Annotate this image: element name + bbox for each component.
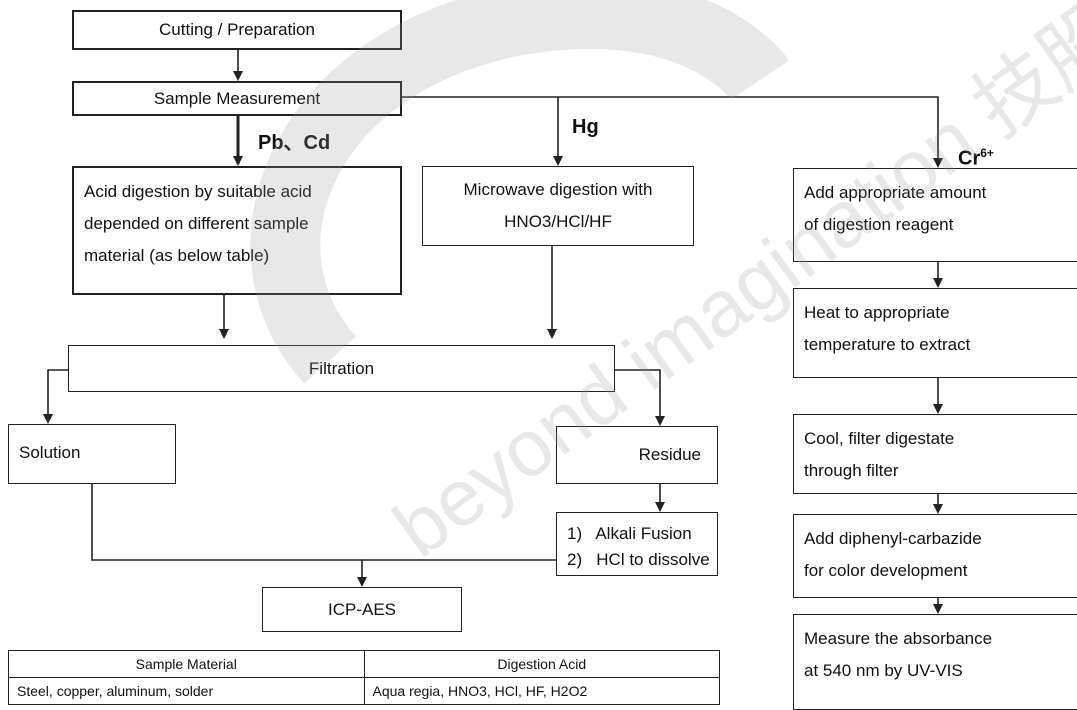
label-pb-cd: Pb、Cd: [258, 132, 331, 154]
cr-step-1-line-1: Add appropriate amount: [804, 183, 987, 202]
cr-step-2-line-2: temperature to extract: [804, 335, 971, 354]
cr-step-5: Measure the absorbance at 540 nm by UV-V…: [793, 614, 1077, 710]
cr-step-4-line-2: for color development: [804, 561, 968, 580]
step-icp-label: ICP-AES: [327, 599, 397, 619]
cr-step-1-line-2: of digestion reagent: [804, 215, 954, 234]
step-sample-measurement-label: Sample Measurement: [153, 88, 321, 108]
step-sample-measurement: Sample Measurement: [72, 81, 402, 116]
table-header-cell: Sample Material: [8, 650, 365, 678]
alkali-line-2: 2) HCl to dissolve: [567, 550, 710, 569]
cr-step-3-line-2: through filter: [804, 461, 899, 480]
step-microwave: Microwave digestion with HNO3/HCl/HF: [422, 166, 694, 246]
step-filtration: Filtration: [68, 345, 615, 392]
cr-step-3: Cool, filter digestate through filter: [793, 414, 1077, 494]
cr-step-2-line-1: Heat to appropriate: [804, 303, 950, 322]
acid-line-1: Acid digestion by suitable acid: [84, 182, 312, 201]
table-header-row: Sample Material Digestion Acid: [8, 650, 720, 678]
cr-step-3-line-1: Cool, filter digestate: [804, 429, 955, 448]
alkali-line-1: 1) Alkali Fusion: [567, 524, 692, 543]
table-row: Steel, copper, aluminum, solder Aqua reg…: [8, 677, 720, 705]
step-cutting: Cutting / Preparation: [72, 10, 402, 50]
table-cell: Steel, copper, aluminum, solder: [8, 677, 365, 705]
step-residue: Residue: [556, 426, 718, 484]
step-solution-label: Solution: [19, 443, 81, 462]
cr-step-1: Add appropriate amount of digestion reag…: [793, 168, 1077, 262]
cr-step-2: Heat to appropriate temperature to extra…: [793, 288, 1077, 378]
step-acid-digestion: Acid digestion by suitable acid depended…: [72, 166, 402, 295]
microwave-line-1: Microwave digestion with: [463, 180, 653, 199]
step-icp: ICP-AES: [262, 587, 462, 632]
cr-step-4-line-1: Add diphenyl-carbazide: [804, 529, 982, 548]
digestion-table: Sample Material Digestion Acid Steel, co…: [8, 650, 720, 705]
microwave-line-2: HNO3/HCl/HF: [504, 212, 612, 231]
label-cr6: Cr6+: [958, 146, 994, 171]
acid-line-3: material (as below table): [84, 246, 270, 265]
label-cr6-sup: 6+: [980, 146, 994, 160]
cr-step-5-line-2: at 540 nm by UV-VIS: [804, 661, 963, 680]
table-header-cell: Digestion Acid: [363, 650, 720, 678]
step-alkali: 1) Alkali Fusion 2) HCl to dissolve: [556, 512, 718, 576]
label-hg: Hg: [572, 116, 599, 138]
step-filtration-label: Filtration: [308, 358, 375, 378]
step-solution: Solution: [8, 424, 176, 484]
step-residue-label: Residue: [638, 445, 701, 464]
label-cr6-text: Cr: [958, 147, 981, 170]
cr-step-5-line-1: Measure the absorbance: [804, 629, 993, 648]
step-cutting-label: Cutting / Preparation: [159, 20, 315, 39]
table-cell: Aqua regia, HNO3, HCl, HF, H2O2: [363, 677, 720, 705]
acid-line-2: depended on different sample: [84, 214, 309, 233]
cr-step-4: Add diphenyl-carbazide for color develop…: [793, 514, 1077, 598]
